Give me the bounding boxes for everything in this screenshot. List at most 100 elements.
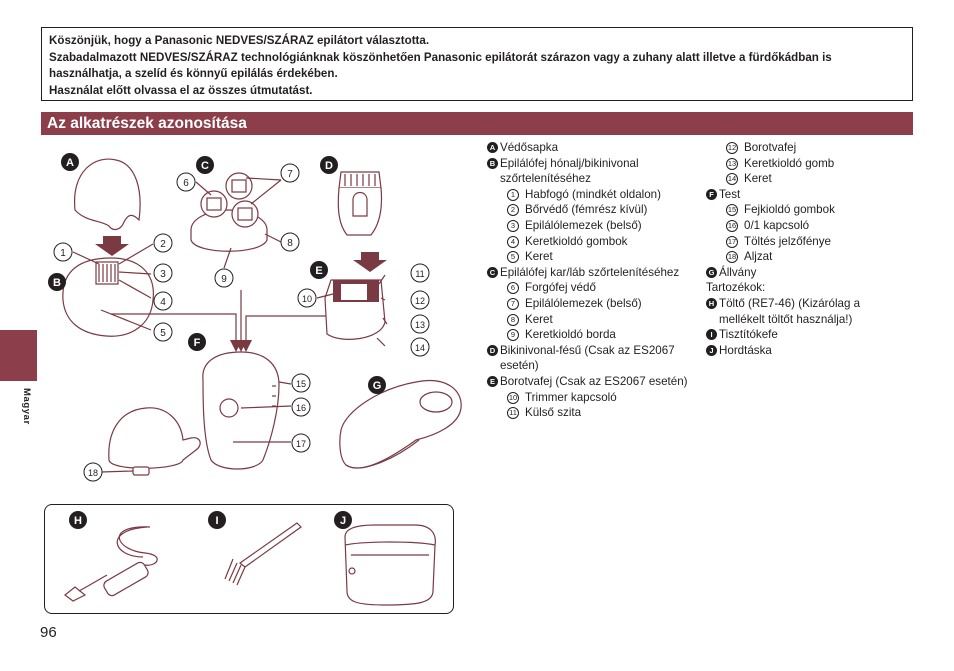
list-item-text: Keret xyxy=(525,250,553,264)
underarm-head-drawing xyxy=(62,257,154,337)
intro-line: Használat előtt olvassa el az összes útm… xyxy=(49,83,313,97)
section-title: Az alkatrészek azonosítása xyxy=(41,112,913,135)
list-number: 5 xyxy=(507,251,519,264)
list-number: 1 xyxy=(507,188,519,201)
arrow-down-icon xyxy=(95,236,129,256)
language-tab-label-wrap: Magyar xyxy=(20,386,34,446)
list-item-text: Habfogó (mindkét oldalon) xyxy=(525,187,661,201)
parts-illustration: A B C D E F G 1 2 3 4 5 6 7 8 9 10 11 12… xyxy=(48,153,462,482)
list-item-text: Védősapka xyxy=(500,141,559,154)
list-marker: B xyxy=(487,157,498,169)
accessories-box: H I J xyxy=(44,504,454,614)
protective-cap-drawing xyxy=(74,158,141,231)
list-item-text: Test xyxy=(719,187,741,201)
list-marker: H xyxy=(706,297,717,309)
stand-base-drawing xyxy=(108,407,201,469)
accessories-illustration: H I J xyxy=(64,511,436,606)
cleaning-brush-drawing xyxy=(224,522,302,586)
part-letter-b: B xyxy=(53,277,61,289)
page-number: 96 xyxy=(40,624,57,641)
list-item: 6 Forgófej védő xyxy=(487,280,702,296)
part-letter-d: D xyxy=(325,160,333,172)
list-number: 8 xyxy=(507,313,519,326)
list-marker: I xyxy=(706,329,717,341)
part-letter-c: C xyxy=(201,160,209,172)
intro-line: Szabadalmazott NEDVES/SZÁRAZ technológiá… xyxy=(49,50,832,81)
list-item: 12 Borotvafej xyxy=(706,140,906,156)
list-item-text: Forgófej védő xyxy=(525,281,596,295)
callout-12: 12 xyxy=(415,296,425,306)
list-item-text: Bikinivonal-fésű (Csak az ES2067 esetén) xyxy=(500,343,675,373)
list-item-text: Külső szita xyxy=(525,406,582,420)
list-item-text: 0/1 kapcsoló xyxy=(744,218,810,232)
callout-17: 17 xyxy=(296,439,306,449)
part-letter-e: E xyxy=(315,265,322,277)
list-item-text: Tisztítókefe xyxy=(719,328,778,342)
list-marker: C xyxy=(487,266,498,278)
list-item: 9 Keretkioldó borda xyxy=(487,327,702,343)
callout-13: 13 xyxy=(415,320,425,330)
charger-drawing xyxy=(64,526,158,602)
list-number: 15 xyxy=(726,204,738,217)
part-letters xyxy=(48,153,386,394)
list-number: 18 xyxy=(726,251,738,264)
list-item-text: Epilálófej hónalj/bikinivonal szőrtelení… xyxy=(500,156,639,186)
list-number: 4 xyxy=(507,235,519,248)
list-marker: J xyxy=(706,344,717,356)
pouch-drawing xyxy=(344,524,436,606)
callout-8: 8 xyxy=(287,238,293,249)
list-item-text: Hordtáska xyxy=(719,343,772,357)
list-heading: Tartozékok: xyxy=(706,280,906,296)
callout-18: 18 xyxy=(88,468,98,478)
list-item: 5 Keret xyxy=(487,249,702,265)
list-item: 1 Habfogó (mindkét oldalon) xyxy=(487,187,702,203)
accessory-letter-j: J xyxy=(340,515,346,527)
list-marker: A xyxy=(487,142,498,153)
epilator-body-drawing xyxy=(202,351,280,470)
list-item-text: Trimmer kapcsoló xyxy=(525,390,617,404)
list-number: 9 xyxy=(507,329,519,342)
list-number: 6 xyxy=(507,282,519,295)
list-marker: G xyxy=(706,266,717,278)
list-item-text: Epilálólemezek (belső) xyxy=(525,218,642,232)
accessories-heading: Tartozékok: xyxy=(706,281,766,295)
list-item-text: Epilálófej kar/láb szőrtelenítéséhez xyxy=(500,265,680,279)
callout-10: 10 xyxy=(302,294,312,304)
list-item-text: Borotvafej xyxy=(744,141,797,154)
arrow-down-icon xyxy=(353,252,387,272)
callout-7: 7 xyxy=(287,169,293,180)
list-item-text: Keretkioldó borda xyxy=(525,328,616,342)
part-letter-g: G xyxy=(373,380,382,392)
list-marker: F xyxy=(706,188,717,200)
list-item-text: Borotvafej (Csak az ES2067 esetén) xyxy=(500,374,688,388)
callout-6: 6 xyxy=(183,178,189,189)
callout-9: 9 xyxy=(221,274,227,285)
list-item-text: Epilálólemezek (belső) xyxy=(525,296,642,310)
intro-box: Köszönjük, hogy a Panasonic NEDVES/SZÁRA… xyxy=(41,27,913,101)
list-item-text: Töltő (RE7-46) (Kizárólag a mellékelt tö… xyxy=(719,296,861,326)
part-letter-a: A xyxy=(66,157,74,169)
list-marker: D xyxy=(487,344,498,356)
callout-3: 3 xyxy=(160,269,166,280)
list-item-text: Aljzat xyxy=(744,250,773,264)
list-number: 12 xyxy=(726,142,738,154)
language-tab xyxy=(0,330,37,381)
